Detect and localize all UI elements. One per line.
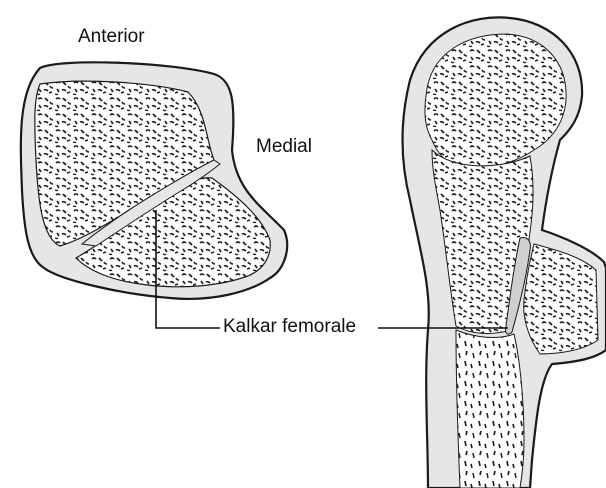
cross-section: [21, 62, 287, 299]
proximal-femur: [403, 17, 606, 488]
anterior-label: Anterior: [78, 27, 145, 46]
calcar-label: Kalkar femorale: [223, 317, 356, 336]
femur-shaft-spongy: [456, 330, 524, 488]
medial-label: Medial: [256, 137, 312, 156]
